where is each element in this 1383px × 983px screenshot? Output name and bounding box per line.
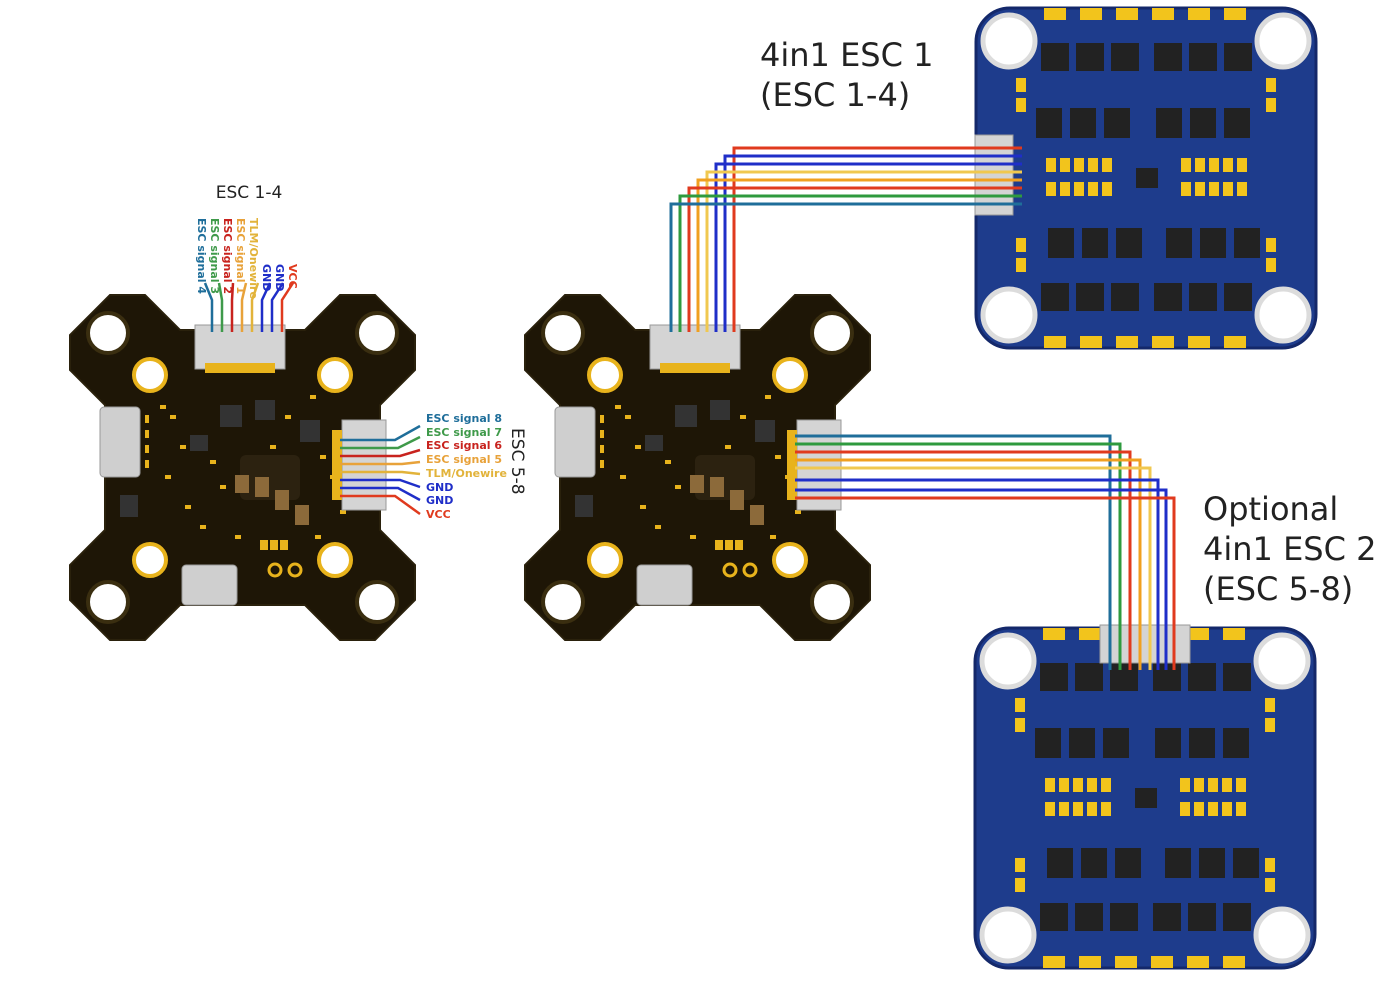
- esc2-label-line2: 4in1 ESC 2: [1203, 530, 1376, 568]
- pin-label-vcc: VCC: [286, 264, 299, 289]
- left-right-pin-labels: ESC signal 8 ESC signal 7 ESC signal 6 E…: [426, 412, 507, 521]
- esc-board-1: 4in1 ESC 1 (ESC 1-4): [760, 8, 1316, 348]
- middle-flight-controller: ESC 5-8: [507, 293, 872, 642]
- left-top-pin-labels: VCC GND GND TLM/Onewire ESC signal 1 ESC…: [195, 218, 299, 299]
- pin-label-vcc-right: VCC: [426, 508, 451, 521]
- pin-label-esc3: ESC signal 3: [208, 218, 221, 294]
- esc2-label-line1: Optional: [1203, 490, 1338, 528]
- esc-board-2: Optional 4in1 ESC 2 (ESC 5-8): [975, 490, 1376, 968]
- pin-label-gnd-2: GND: [260, 264, 273, 291]
- left-right-wires: [340, 424, 421, 516]
- left-top-wires: [203, 282, 295, 332]
- esc2-label-line3: (ESC 5-8): [1203, 570, 1353, 608]
- left-top-header-title: ESC 1-4: [216, 183, 283, 203]
- pin-label-gnd-right-1: GND: [426, 481, 453, 494]
- wires-to-esc1: [669, 146, 1022, 332]
- pin-label-gnd-right-2: GND: [426, 494, 453, 507]
- pin-label-esc6: ESC signal 6: [426, 439, 502, 452]
- pin-label-esc2: ESC signal 2: [221, 218, 234, 294]
- pin-label-tlm: TLM/Onewire: [247, 218, 260, 299]
- esc1-label-line2: (ESC 1-4): [760, 76, 910, 114]
- middle-side-label: ESC 5-8: [507, 428, 527, 495]
- esc2-connector: [1099, 624, 1191, 664]
- esc1-label-line1: 4in1 ESC 1: [760, 36, 933, 74]
- pin-label-esc1: ESC signal 1: [234, 218, 247, 294]
- pin-label-esc5: ESC signal 5: [426, 453, 502, 466]
- wires-to-esc2: [795, 434, 1176, 670]
- pin-label-esc7: ESC signal 7: [426, 426, 502, 439]
- pin-label-gnd-1: GND: [273, 264, 286, 291]
- left-flight-controller: ESC 1-4 VCC GND GND TLM/Onewire ESC sign…: [68, 183, 507, 642]
- pin-label-esc8: ESC signal 8: [426, 412, 502, 425]
- pin-label-esc4: ESC signal 4: [195, 218, 208, 294]
- pin-label-tlm-right: TLM/Onewire: [426, 467, 507, 480]
